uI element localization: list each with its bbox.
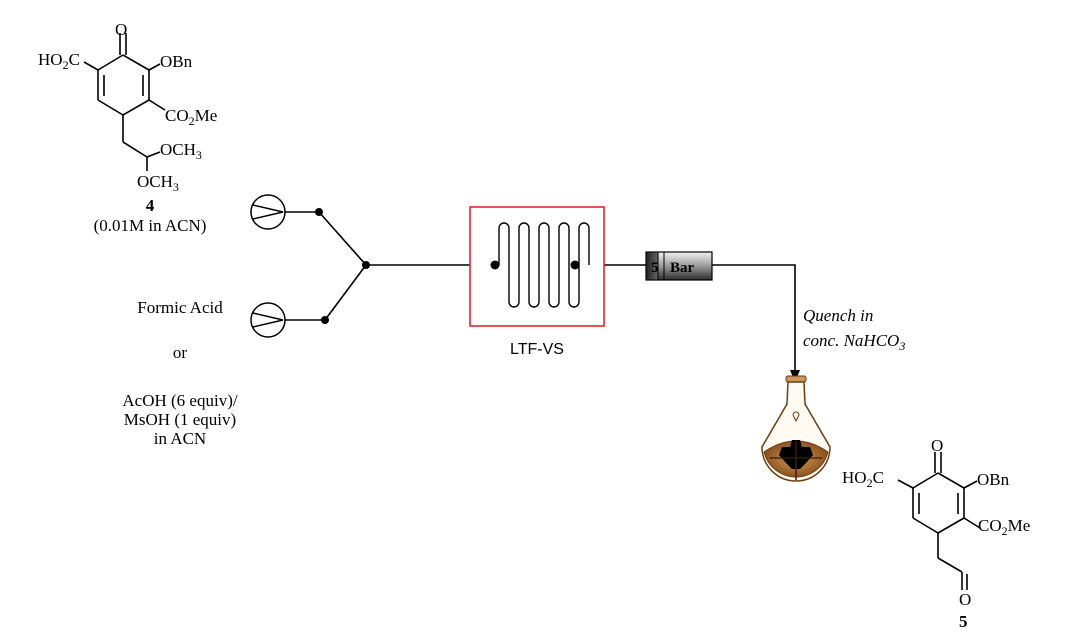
- bpr-value: 5: [651, 260, 659, 276]
- c4-acid-sub: 2: [62, 58, 69, 72]
- c5-ketone-o: O: [931, 436, 944, 455]
- c4-ome1-sub: 3: [195, 148, 202, 162]
- c4-ester-co: CO: [165, 106, 189, 125]
- c4-ome2-label: OCH3: [137, 172, 179, 194]
- c4-obn: OBn: [160, 52, 193, 71]
- reagent-formic-acid: Formic Acid: [137, 298, 223, 317]
- c5-ester-label: CO2Me: [978, 516, 1031, 538]
- c5-acid-sub: 2: [866, 476, 873, 490]
- c4-ester-me: Me: [194, 106, 218, 125]
- c5-acid-c: C: [872, 468, 884, 487]
- c5-ester-me: Me: [1007, 516, 1031, 535]
- c4-acid-c: C: [68, 50, 80, 69]
- c4-acid-ho: HO: [38, 50, 63, 69]
- pump-1: [250, 194, 286, 230]
- c5-acid-ho: HO: [842, 468, 867, 487]
- reactor-label: LTF-VS: [510, 341, 564, 358]
- quench-reagent-sub: 3: [899, 339, 906, 353]
- junctions: [315, 208, 370, 324]
- c5-obn: OBn: [977, 470, 1010, 489]
- reagent-solvent: in ACN: [153, 429, 207, 448]
- reagent-or: or: [172, 343, 188, 362]
- compound-4-structure: [83, 33, 166, 171]
- c5-acid-label: HO2C: [842, 468, 884, 490]
- c5-ester-sub: 2: [1001, 524, 1008, 538]
- c4-ome2-sub: 3: [172, 180, 179, 194]
- c4-ome1-label: OCH3: [160, 140, 202, 162]
- collection-flask: [761, 375, 831, 482]
- compound-4-number: 4: [145, 196, 155, 215]
- c4-ketone-o: O: [115, 20, 128, 39]
- c4-ome2-och: OCH: [137, 172, 173, 191]
- compound-4-conditions: (0.01M in ACN): [93, 216, 207, 235]
- quench-line2: conc. NaHCO3: [803, 331, 906, 353]
- back-pressure-regulator: [645, 251, 713, 281]
- reagent-acoh: AcOH (6 equiv)/: [122, 391, 238, 410]
- c4-acid-label: HO2C: [38, 50, 80, 72]
- c4-ester-sub: 2: [188, 114, 195, 128]
- c5-ester-co: CO: [978, 516, 1002, 535]
- reactor-ltf-vs: [469, 206, 605, 327]
- compound-5-structure: [897, 452, 981, 590]
- c5-aldehyde-o: O: [959, 590, 972, 609]
- quench-reagent: conc. NaHCO: [803, 331, 900, 350]
- c4-ome1-och: OCH: [160, 140, 196, 159]
- compound-5-number: 5: [959, 612, 968, 631]
- bpr-unit: Bar: [670, 260, 695, 276]
- c4-ester-label: CO2Me: [165, 106, 218, 128]
- quench-line1: Quench in: [803, 306, 874, 325]
- reagent-msoh: MsOH (1 equiv): [123, 410, 237, 429]
